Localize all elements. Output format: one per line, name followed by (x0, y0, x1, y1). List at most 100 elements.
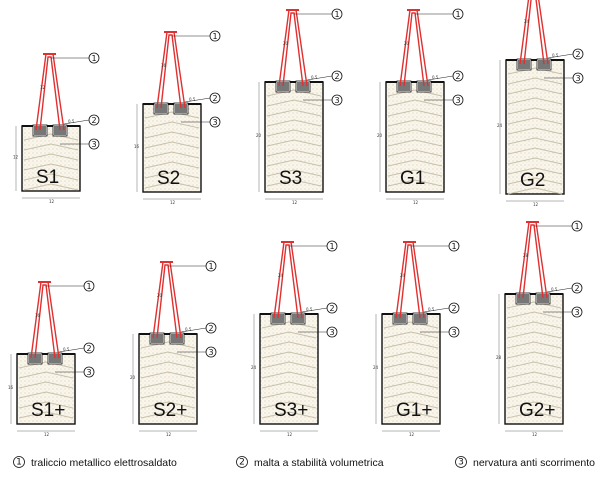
callout-number: 2 (574, 284, 579, 293)
hatch-line (507, 87, 563, 95)
dim-label: 28 (496, 355, 502, 360)
dim-label: 20 (283, 41, 289, 46)
callout-circle (331, 70, 343, 82)
hatch-line (144, 181, 200, 189)
hatch-line (266, 169, 322, 177)
dim-label: 24 (373, 365, 379, 370)
section-label: S3+ (274, 400, 308, 421)
callout-circle (209, 30, 221, 42)
callout-number: 2 (86, 344, 91, 353)
callout-circle (83, 342, 95, 354)
dim-label: 12 (44, 432, 50, 437)
hatch-line (23, 153, 79, 161)
callout-circle (571, 220, 583, 232)
callout-number: 2 (451, 304, 456, 313)
hatch-line (266, 99, 322, 107)
callout-number: 1 (451, 242, 456, 251)
bar-left (394, 314, 406, 323)
section-g2: 240.52412G2123 (497, 0, 584, 207)
bar-left (518, 60, 530, 69)
bar-left (517, 294, 529, 303)
hatch-line (506, 361, 562, 369)
herringbone-hatch (144, 111, 200, 189)
dim-label: 0.5 (63, 347, 70, 352)
legend-text: nervatura anti scorrimento (473, 457, 595, 469)
section-body (142, 103, 202, 193)
callout-circle (452, 70, 464, 82)
callout-number: 1 (574, 222, 579, 231)
hatch-line (383, 391, 439, 399)
hatch-line (506, 411, 562, 419)
callout-circle (205, 346, 217, 358)
hatch-line (144, 171, 200, 179)
callout-number: 1 (208, 262, 213, 271)
truss-line (156, 31, 186, 109)
hatch-line (506, 301, 562, 309)
hatch-line (506, 321, 562, 329)
dim-label: 0.5 (428, 307, 435, 312)
herringbone-hatch (506, 301, 562, 419)
callout-circle (572, 72, 584, 84)
bar-right (292, 314, 304, 323)
bar-left (155, 104, 167, 113)
callout-circle (209, 92, 221, 104)
callout-number: 3 (334, 96, 339, 105)
hatch-line (144, 131, 200, 139)
bar-right (297, 82, 309, 91)
dim-label: 24 (251, 365, 257, 370)
herringbone-hatch (507, 67, 563, 195)
hatch-line (144, 161, 200, 169)
hatch-line (387, 169, 443, 177)
hatch-line (507, 107, 563, 115)
hatch-line (387, 89, 443, 97)
herringbone-hatch (266, 89, 322, 187)
truss (273, 241, 303, 319)
callout-number: 3 (329, 328, 334, 337)
hatch-line (261, 371, 317, 379)
hatch-line (507, 127, 563, 135)
truss-line (30, 281, 60, 359)
dim-label: 16 (35, 313, 41, 318)
hatch-line (506, 371, 562, 379)
callout-circle (331, 8, 343, 20)
hatch-line (507, 167, 563, 175)
leader-line (184, 97, 211, 103)
dim-label: 24 (400, 273, 406, 278)
hatch-line (140, 401, 196, 409)
leader-line (301, 307, 328, 313)
callout-circle (83, 280, 95, 292)
hatch-line (506, 391, 562, 399)
hatch-line (144, 111, 200, 119)
hatch-line (507, 117, 563, 125)
herringbone-hatch (383, 321, 439, 419)
truss-line (278, 9, 308, 87)
section-label: G1+ (396, 400, 432, 421)
truss (152, 261, 182, 339)
hatch-line (387, 119, 443, 127)
bar-left (34, 126, 46, 135)
dim-label: 16 (134, 144, 140, 149)
hatch-line (23, 133, 79, 141)
leader-line (180, 327, 207, 333)
hatch-line (506, 311, 562, 319)
hatch-line (387, 179, 443, 187)
leader-line (306, 75, 333, 81)
callout-circle (205, 322, 217, 334)
hatch-line (140, 361, 196, 369)
dim-label: 20 (404, 41, 410, 46)
bar-right (414, 314, 426, 323)
hatch-line (383, 361, 439, 369)
hatch-line (261, 321, 317, 329)
hatch-line (506, 401, 562, 409)
dim-label: 0.5 (551, 287, 558, 292)
truss-line (273, 241, 303, 319)
dim-label: 12 (40, 85, 46, 90)
dim-label: 12 (170, 200, 176, 205)
hatch-line (261, 341, 317, 349)
hatch-line (18, 361, 74, 369)
leader-line (63, 119, 90, 125)
